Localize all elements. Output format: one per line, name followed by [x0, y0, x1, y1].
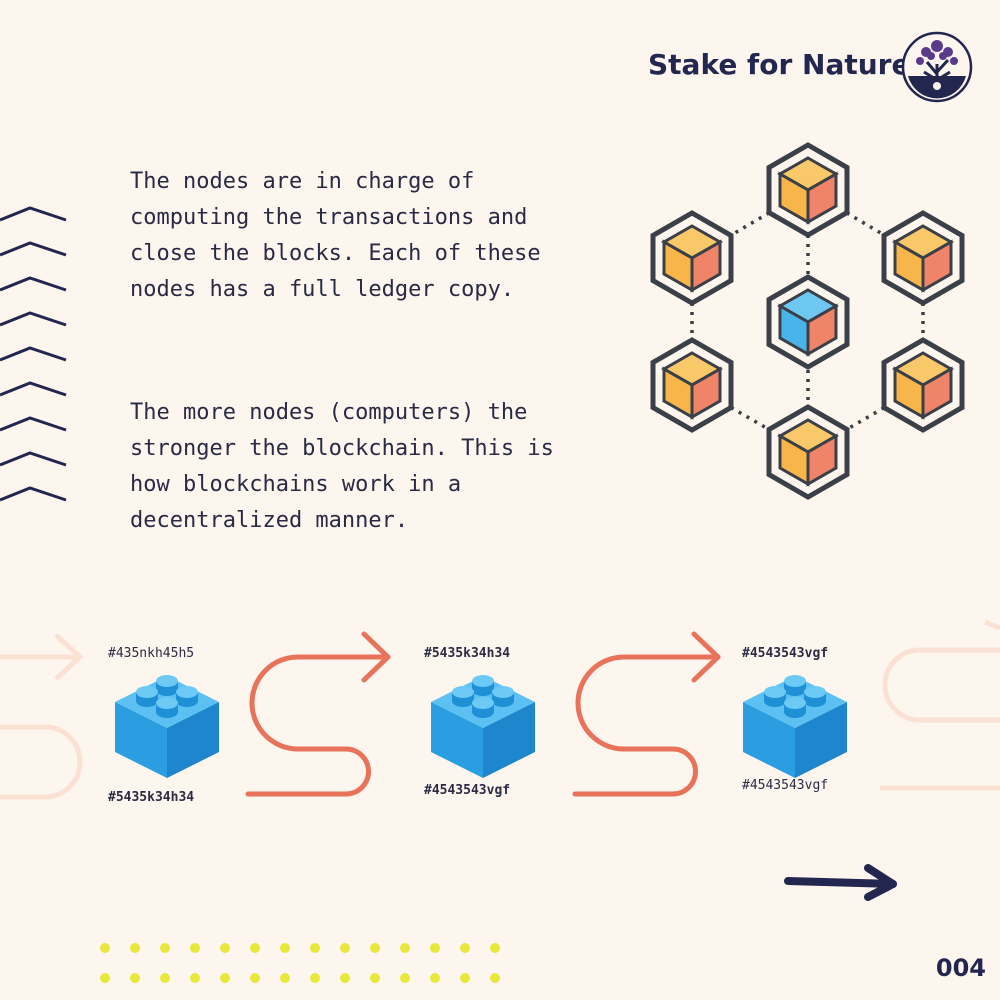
tree-logo-icon: [901, 31, 973, 103]
block-2-brick-icon: [431, 675, 535, 778]
page-number: 004: [935, 954, 986, 982]
block-3-prev-hash: #4543543vgf: [742, 646, 829, 661]
dotted-line-decoration: [100, 943, 500, 983]
block-3-hash: #4543543vgf: [742, 778, 829, 793]
nodes-explanation-text: The nodes are in charge of computing the…: [130, 169, 541, 302]
block-1-prev-hash: #435nkh45h5: [108, 646, 195, 661]
faded-arrow-decoration: [0, 633, 84, 800]
block-2-prev-hash: #5435k34h34: [424, 646, 511, 661]
decentralization-text: The more nodes (computers) the stronger …: [130, 400, 554, 533]
block-3-brick-icon: [743, 675, 847, 778]
next-arrow-icon: [784, 864, 897, 901]
chevron-stack-decoration: [0, 206, 67, 502]
chain-arrow-2: [572, 631, 721, 797]
node-network-illustration: [640, 140, 980, 505]
block-1-hash: #5435k34h34: [108, 790, 195, 805]
chain-arrow-1: [245, 631, 391, 797]
block-2-hash: #4543543vgf: [424, 783, 511, 798]
faded-loop-decoration: [880, 620, 1000, 791]
block-1-brick-icon: [115, 675, 219, 778]
brand-title: Stake for Nature: [648, 48, 911, 81]
